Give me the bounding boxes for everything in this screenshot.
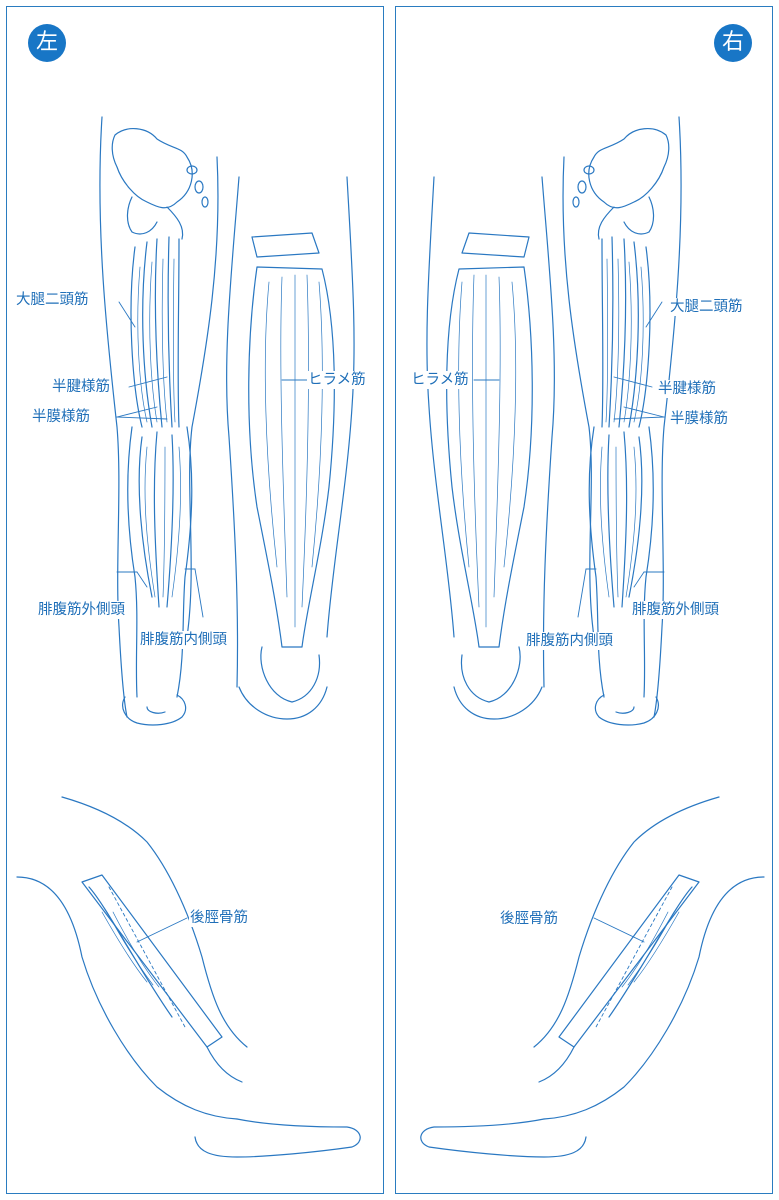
label-gastrocnemius-lateral-left: 腓腹筋外側頭 [37, 601, 126, 619]
label-tibialis-posterior-left: 後脛骨筋 [189, 909, 249, 927]
label-semitendinosus-right: 半腱様筋 [657, 380, 717, 398]
label-semimembranosus-left: 半膜様筋 [31, 408, 91, 426]
label-soleus-left: ヒラメ筋 [307, 371, 367, 389]
label-semimembranosus-right: 半膜様筋 [669, 410, 729, 428]
label-semitendinosus-left: 半腱様筋 [51, 378, 111, 396]
label-gastrocnemius-lateral-right: 腓腹筋外側頭 [631, 601, 720, 619]
label-biceps-femoris-right: 大腿二頭筋 [669, 298, 744, 316]
right-panel: 右 大腿二頭筋 半腱様筋 半膜様筋 ヒラメ筋 腓腹筋内側頭 腓腹筋外側頭 後脛骨… [395, 6, 773, 1194]
label-soleus-right: ヒラメ筋 [410, 371, 470, 389]
left-panel: 左 大腿二頭筋 半腱様筋 半膜様筋 ヒラメ筋 腓腹筋外側頭 腓腹筋内側頭 後脛骨… [6, 6, 384, 1194]
label-biceps-femoris-left: 大腿二頭筋 [15, 291, 90, 309]
label-gastrocnemius-medial-right: 腓腹筋内側頭 [525, 632, 614, 650]
label-gastrocnemius-medial-left: 腓腹筋内側頭 [139, 631, 228, 649]
left-side-badge: 左 [28, 24, 66, 62]
label-tibialis-posterior-right: 後脛骨筋 [499, 910, 559, 928]
right-side-badge: 右 [714, 24, 752, 62]
